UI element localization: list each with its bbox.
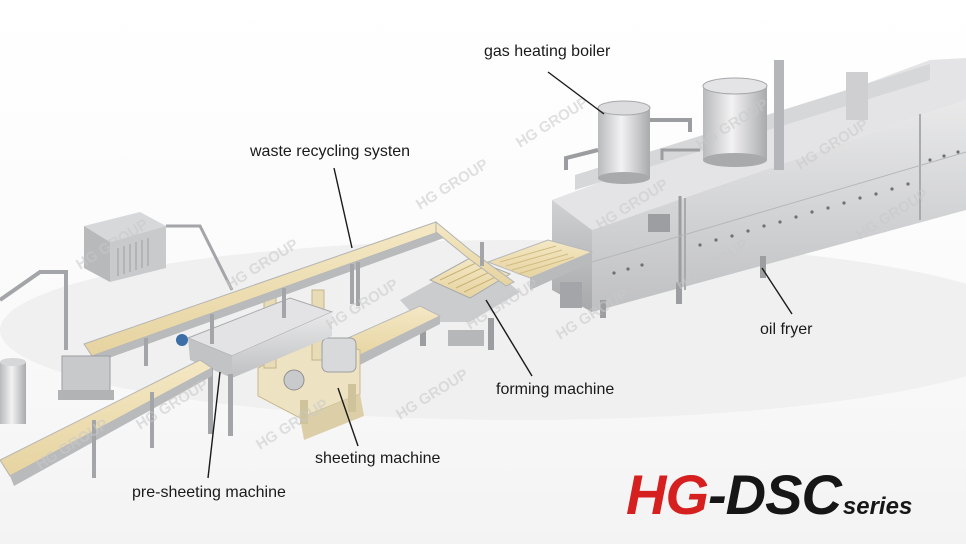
- left-equipment: [0, 212, 234, 424]
- label-sheeting-machine: sheeting machine: [315, 450, 441, 467]
- leader-line-forming: [485, 299, 533, 377]
- brand-prefix: HG: [626, 463, 709, 526]
- leader-line-waste-recycling: [333, 167, 353, 249]
- label-forming-machine: forming machine: [496, 381, 615, 398]
- label-oil-fryer: oil fryer: [760, 321, 813, 338]
- gas-heating-boiler: [564, 60, 868, 184]
- label-pre-sheeting-machine: pre-sheeting machine: [132, 484, 286, 501]
- leader-line-boiler: [547, 71, 605, 115]
- leader-line-oil-fryer: [761, 267, 793, 315]
- leader-line-sheeting: [337, 387, 359, 447]
- pre-sheeting-machine: [176, 297, 334, 436]
- fryer-infeed-conveyor: [486, 239, 594, 308]
- brand-logo: HG-DSCseries: [626, 462, 912, 527]
- watermark: HG GROUP: [413, 156, 491, 214]
- leader-lines: [207, 71, 793, 479]
- label-gas-heating-boiler: gas heating boiler: [484, 43, 611, 60]
- watermark: HG GROUP: [513, 94, 591, 152]
- label-waste-recycling-system: waste recycling systen: [250, 143, 411, 160]
- leader-line-pre-sheeting: [207, 371, 221, 479]
- brand-dash: -: [708, 463, 727, 526]
- outfeed-conveyor: [0, 359, 213, 486]
- brand-model: DSC: [725, 463, 842, 526]
- waste-recycling-conveyor: [83, 220, 515, 366]
- brand-suffix: series: [842, 493, 913, 520]
